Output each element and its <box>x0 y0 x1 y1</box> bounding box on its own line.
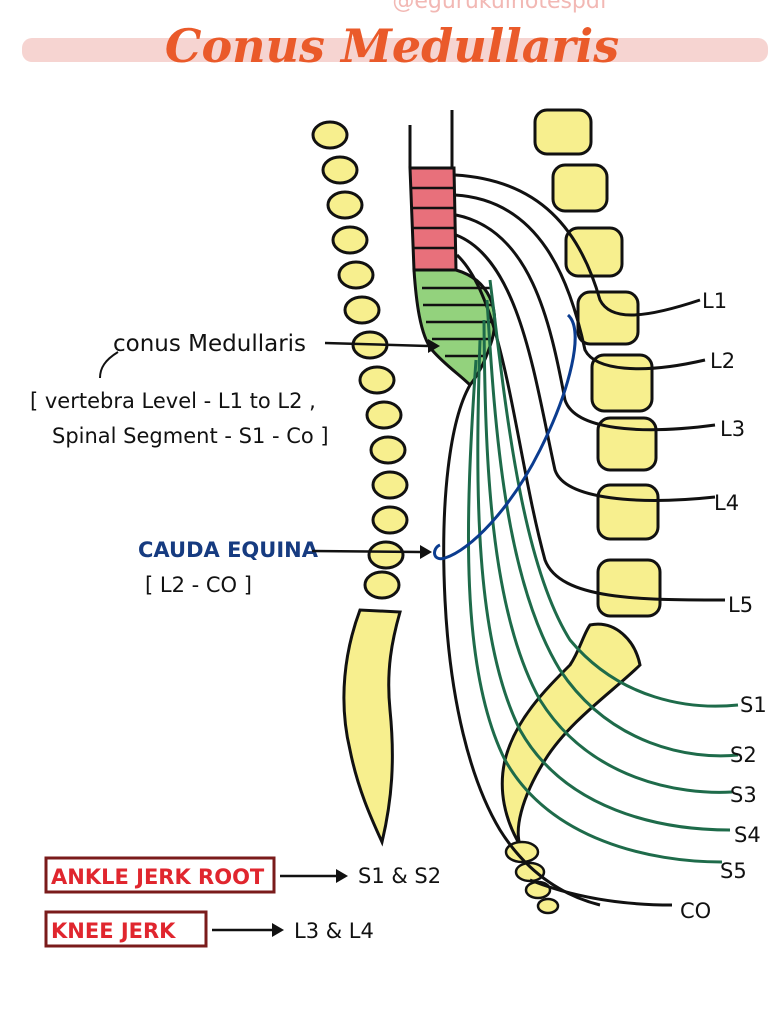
side-vertebra <box>331 225 369 255</box>
root-label-s2: S2 <box>730 743 757 767</box>
reflex-knee: KNEE JERK L3 & L4 <box>44 910 374 948</box>
reflex-knee-name: KNEE JERK <box>51 919 176 943</box>
watermark: @egurukulnotespdf <box>392 0 609 14</box>
conus-label: conus Medullaris <box>113 331 306 357</box>
root-label-s4: S4 <box>734 823 761 847</box>
vertebral-body <box>551 163 609 213</box>
vertebral-body <box>596 558 662 618</box>
cauda-equina-label: CAUDA EQUINA <box>138 538 319 562</box>
root-label-s1: S1 <box>740 693 767 717</box>
reflex-ankle-name: ANKLE JERK ROOT <box>51 865 265 889</box>
sacrum-side <box>342 608 402 847</box>
spinal-cord <box>408 110 601 907</box>
conus-detail-line-1: [ vertebra Level - L1 to L2 , <box>30 389 316 413</box>
root-label-co: CO <box>680 899 711 923</box>
cord-red-segments <box>408 166 458 272</box>
root-label-l3: L3 <box>720 417 745 441</box>
cauda-arrowhead <box>420 545 432 559</box>
reflex-ankle: ANKLE JERK ROOT S1 & S2 <box>44 856 441 894</box>
side-vertebrae <box>311 120 409 600</box>
conus-arrow <box>324 341 429 348</box>
root-label-s5: S5 <box>720 859 747 883</box>
vertebral-body <box>576 290 640 346</box>
cauda-equina-outline <box>433 313 577 561</box>
side-spine <box>311 100 421 847</box>
side-vertebra <box>358 365 396 395</box>
side-vertebra <box>369 435 407 465</box>
page-title: Conus Medullaris <box>165 19 619 73</box>
conus-arrowhead <box>428 339 440 353</box>
coccygeal-root <box>529 878 673 907</box>
conus-hook-arrow <box>99 351 119 379</box>
vertebral-body <box>533 108 593 156</box>
side-vertebra <box>363 570 401 600</box>
side-vertebra <box>343 295 381 325</box>
root-label-l4: L4 <box>714 491 739 515</box>
cauda-detail: [ L2 - CO ] <box>145 573 252 597</box>
side-vertebra <box>321 155 359 185</box>
side-vertebra <box>365 400 403 430</box>
reflex-ankle-roots: S1 & S2 <box>358 864 441 888</box>
cauda-arrow <box>311 549 421 554</box>
root-label-l2: L2 <box>710 349 735 373</box>
side-vertebra <box>371 470 409 500</box>
title-band <box>22 38 768 62</box>
root-label-l1: L1 <box>702 289 727 313</box>
side-vertebra <box>367 540 405 570</box>
conus-detail-line-2: Spinal Segment - S1 - Co ] <box>52 424 329 448</box>
filum-terminale <box>442 384 601 907</box>
coccyx <box>504 840 560 915</box>
side-vertebra <box>311 120 349 150</box>
reflex-knee-roots: L3 & L4 <box>294 919 374 943</box>
root-label-l5: L5 <box>728 593 753 617</box>
root-label-s3: S3 <box>730 783 757 807</box>
side-vertebra <box>326 190 364 220</box>
side-vertebra <box>337 260 375 290</box>
side-vertebra <box>371 505 409 535</box>
sacral-nerve-roots <box>466 279 739 864</box>
lumbar-nerve-roots <box>454 173 726 602</box>
vertebral-body <box>596 483 660 541</box>
vertebral-body <box>564 226 624 278</box>
